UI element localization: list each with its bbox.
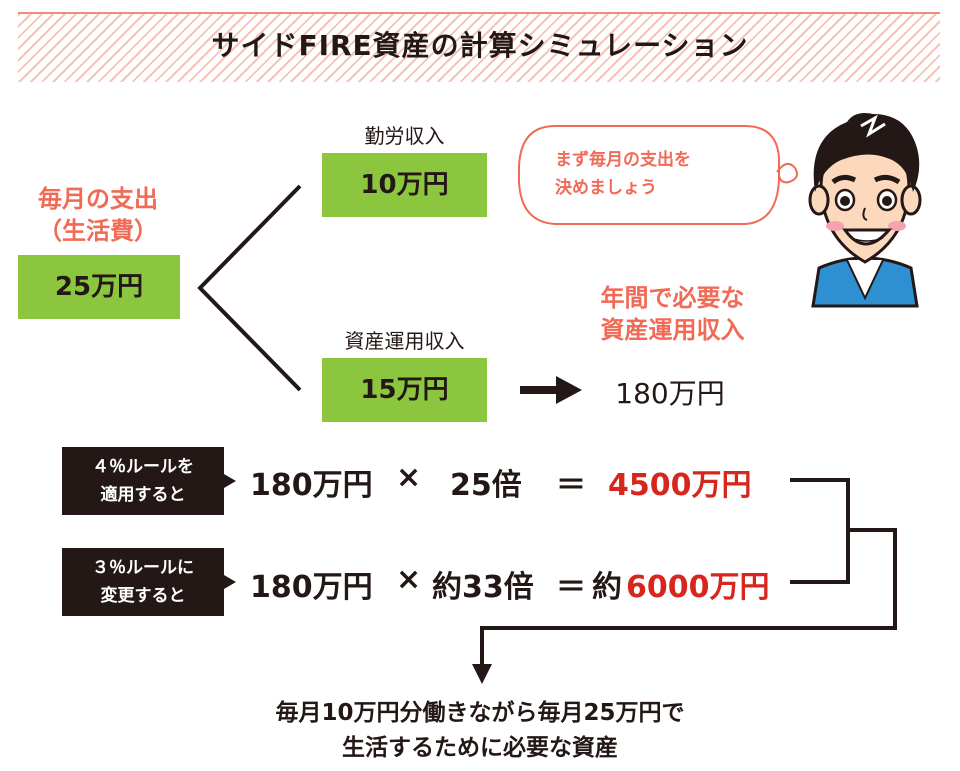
rule4-equals: ＝: [556, 460, 586, 504]
down-arrow-head: [472, 664, 492, 684]
conclusion-line2: 生活するために必要な資産: [0, 731, 960, 766]
annual-label-line2: 資産運用収入: [570, 314, 775, 346]
speech-text: まず毎月の支出を 決めましょう: [555, 146, 755, 202]
expense-label-line1: 毎月の支出: [18, 183, 178, 215]
rule4-base: 180万円: [250, 460, 373, 504]
arrow-head: [556, 376, 582, 404]
rule3-box-line2: 変更すると: [62, 582, 224, 610]
rule4-box: ４％ルールを 適用すると: [62, 447, 224, 515]
investment-value-box: 15万円: [322, 358, 487, 422]
rule4-times: ×: [396, 460, 421, 495]
labor-label: 勤労収入: [322, 120, 487, 149]
annual-value: 180万円: [590, 372, 750, 412]
rule4-result: 4500万円: [608, 460, 752, 504]
expense-label-line2: （生活費）: [18, 215, 178, 247]
rule4-multiplier: 25倍: [450, 460, 522, 504]
annual-label-line1: 年間で必要な: [570, 282, 775, 314]
branch-lines: [200, 186, 300, 390]
rule3-base: 180万円: [250, 562, 373, 606]
investment-label: 資産運用収入: [322, 325, 487, 354]
conclusion-line1: 毎月10万円分働きながら毎月25万円で: [0, 696, 960, 731]
labor-value-box: 10万円: [322, 153, 487, 217]
rule3-multiplier: 約33倍: [432, 562, 534, 606]
rule4-box-line2: 適用すると: [62, 481, 224, 509]
speech-line1: まず毎月の支出を: [555, 146, 755, 174]
speech-line2: 決めましょう: [555, 174, 755, 202]
rule3-times: ×: [396, 562, 421, 597]
rule3-result: 6000万円: [626, 562, 770, 606]
rule3-box: ３％ルールに 変更すると: [62, 548, 224, 616]
pointer-rule3: [224, 575, 236, 589]
expense-value-box: 25万円: [18, 255, 180, 319]
character-illustration: [795, 108, 935, 308]
rule4-box-line1: ４％ルールを: [62, 453, 224, 481]
pointer-rule4: [224, 474, 236, 488]
annual-label: 年間で必要な 資産運用収入: [570, 282, 775, 346]
expense-label: 毎月の支出 （生活費）: [18, 183, 178, 247]
rule3-box-line1: ３％ルールに: [62, 554, 224, 582]
rule3-approx: 約: [592, 562, 622, 606]
bracket: [790, 480, 848, 582]
rule3-equals: ＝: [556, 562, 586, 606]
conclusion-text: 毎月10万円分働きながら毎月25万円で 生活するために必要な資産: [0, 696, 960, 766]
